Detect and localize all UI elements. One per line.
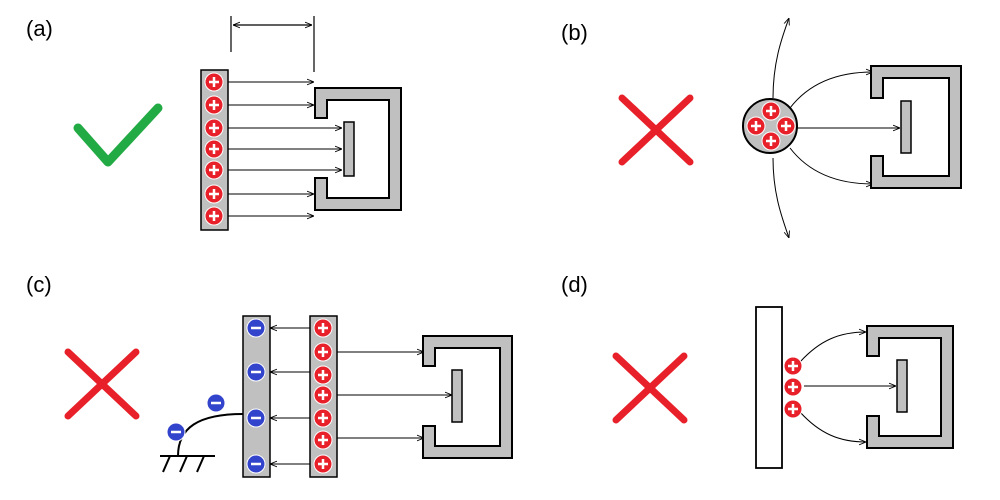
- positive-charge-icon: [783, 356, 803, 376]
- positive-charge-icon: [313, 430, 333, 450]
- point-charge-sphere: [742, 98, 798, 154]
- positive-charges-d: [783, 356, 803, 419]
- ground-icon: [160, 413, 244, 473]
- field-lines-a: [225, 82, 342, 216]
- panel-b: (b): [561, 18, 962, 238]
- panel-c: (c): [26, 272, 513, 478]
- positive-charge-icon: [204, 95, 224, 115]
- positive-charge-icon: [313, 408, 333, 428]
- positive-charge-icon: [783, 377, 803, 397]
- negative-charge-icon: [166, 422, 186, 442]
- detector-a: [314, 87, 402, 211]
- collector-electrode-a: [343, 121, 355, 177]
- positive-charge-icon: [204, 118, 224, 138]
- collector-electrode-c: [451, 369, 463, 423]
- positive-charge-icon: [746, 116, 766, 136]
- field-lines-d: [799, 332, 896, 442]
- positive-charge-icon: [313, 342, 333, 362]
- positive-charge-icon: [313, 385, 333, 405]
- positive-charge-icon: [204, 206, 224, 226]
- detector-d: [866, 325, 954, 449]
- field-lines-c-right: [337, 352, 452, 438]
- uncharged-plate: [755, 306, 783, 469]
- negative-charges-plate: [246, 318, 266, 474]
- panel-label-b: (b): [561, 20, 588, 45]
- panel-label-c: (c): [26, 272, 52, 297]
- cross-mark-icon: [618, 94, 694, 166]
- positive-charges-c: [313, 318, 333, 474]
- collector-electrode-d: [896, 359, 908, 413]
- negative-charge-icon: [246, 454, 266, 474]
- positive-charges-a: [204, 72, 224, 226]
- positive-charge-icon: [783, 399, 803, 419]
- check-mark-icon: [73, 103, 163, 167]
- positive-charges-b: [746, 101, 796, 151]
- positive-charge-icon: [313, 365, 333, 385]
- field-lines-c-left: [270, 328, 310, 464]
- dimension-marker: [230, 16, 315, 72]
- positive-charge-icon: [204, 72, 224, 92]
- panel-d: (d): [561, 272, 954, 469]
- negative-charge-icon: [206, 393, 226, 413]
- positive-charge-icon: [204, 139, 224, 159]
- detector-b: [870, 65, 962, 189]
- positive-charge-icon: [204, 184, 224, 204]
- collector-electrode-b: [900, 100, 912, 154]
- panel-label-d: (d): [561, 272, 588, 297]
- field-lines-b: [772, 18, 900, 238]
- negative-charges-free: [166, 393, 226, 442]
- cross-mark-icon: [64, 348, 140, 420]
- negative-charge-icon: [246, 408, 266, 428]
- panel-label-a: (a): [26, 16, 53, 41]
- cross-mark-icon: [612, 352, 688, 424]
- positive-charge-icon: [761, 101, 781, 121]
- positive-charge-icon: [776, 116, 796, 136]
- panel-a: (a): [26, 16, 402, 231]
- positive-charge-icon: [204, 160, 224, 180]
- detector-c: [422, 335, 513, 459]
- negative-charge-icon: [246, 362, 266, 382]
- grounded-plate: [242, 315, 271, 478]
- positive-charge-icon: [761, 131, 781, 151]
- negative-charge-icon: [246, 318, 266, 338]
- positive-charge-icon: [313, 454, 333, 474]
- positive-charge-icon: [313, 318, 333, 338]
